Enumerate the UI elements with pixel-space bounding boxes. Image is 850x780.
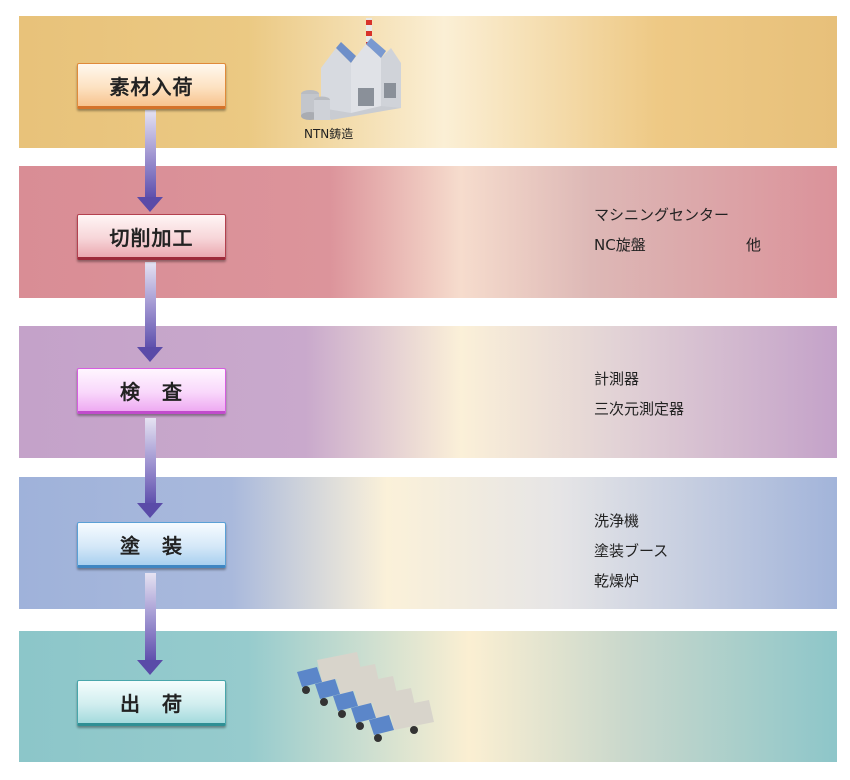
- inspection-equipment: 計測器 三次元測定器: [594, 364, 684, 424]
- equipment-item: 乾燥炉: [594, 572, 640, 590]
- equipment-item: 他: [746, 236, 762, 254]
- cutting-equipment: マシニングセンター NC旋盤 他: [594, 200, 761, 260]
- step-cutting: 切削加工: [77, 214, 226, 260]
- step-painting: 塗 装: [77, 522, 226, 568]
- equipment-item: 塗装ブース: [594, 542, 669, 560]
- equipment-item: 三次元測定器: [594, 400, 685, 418]
- equipment-item: 洗浄機: [594, 512, 640, 530]
- flow-arrow: [137, 262, 164, 362]
- step-inspection: 検 査: [77, 368, 226, 414]
- step-shipping: 出 荷: [77, 680, 226, 726]
- factory-label: NTN鋳造: [304, 127, 354, 141]
- equipment-item: マシニングセンター: [594, 206, 730, 224]
- factory-icon: [301, 18, 401, 120]
- flow-arrow: [137, 573, 164, 675]
- flow-arrow: [137, 418, 164, 518]
- flow-arrow: [137, 110, 164, 212]
- equipment-item: NC旋盤: [594, 236, 646, 254]
- equipment-item: 計測器: [594, 370, 640, 388]
- trucks-icon: [297, 652, 434, 742]
- step-receiving: 素材入荷: [77, 63, 226, 109]
- painting-equipment: 洗浄機 塗装ブース 乾燥炉: [594, 506, 668, 596]
